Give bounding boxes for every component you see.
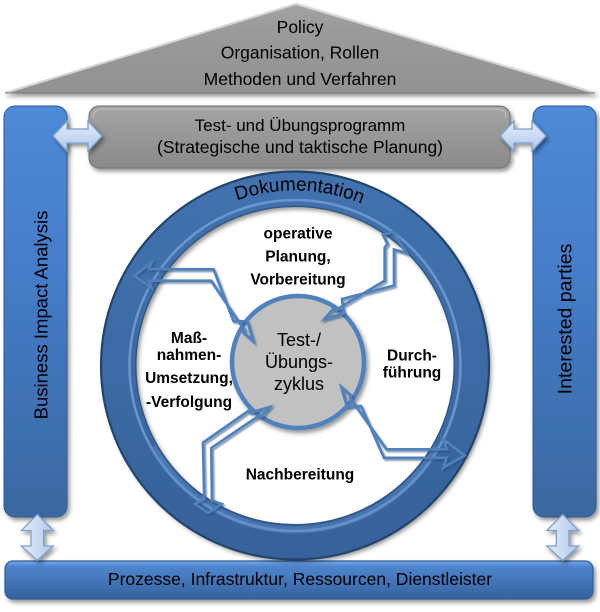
- svg-text:Test-/: Test-/: [277, 330, 321, 350]
- svg-text:Vorbereitung: Vorbereitung: [250, 272, 345, 289]
- svg-text:-Verfolgung: -Verfolgung: [146, 394, 232, 411]
- svg-text:Planung,: Planung,: [265, 249, 330, 266]
- svg-text:operative: operative: [264, 226, 333, 243]
- svg-text:Organisation, Rollen: Organisation, Rollen: [221, 43, 380, 63]
- svg-text:Übungs-: Übungs-: [265, 352, 333, 372]
- svg-text:Maß-: Maß-: [171, 330, 207, 347]
- svg-text:zyklus: zyklus: [274, 374, 324, 394]
- svg-text:Interested parties: Interested parties: [555, 243, 577, 394]
- svg-text:Prozesse, Infrastruktur, Resso: Prozesse, Infrastruktur, Ressourcen, Die…: [108, 569, 492, 589]
- svg-text:Policy: Policy: [277, 17, 324, 37]
- svg-text:Test- und Übungsprogramm: Test- und Übungsprogramm: [195, 116, 406, 135]
- svg-text:Methoden und Verfahren: Methoden und Verfahren: [204, 69, 397, 89]
- svg-text:Umsetzung,: Umsetzung,: [145, 370, 233, 387]
- svg-text:Business Impact Analysis: Business Impact Analysis: [31, 211, 52, 420]
- svg-text:Durch-: Durch-: [387, 348, 437, 365]
- svg-text:(Strategische und taktische Pl: (Strategische und taktische Planung): [157, 137, 443, 157]
- svg-text:führung: führung: [383, 365, 442, 382]
- svg-text:nahmen-: nahmen-: [157, 347, 222, 364]
- svg-text:Nachbereitung: Nachbereitung: [246, 467, 355, 484]
